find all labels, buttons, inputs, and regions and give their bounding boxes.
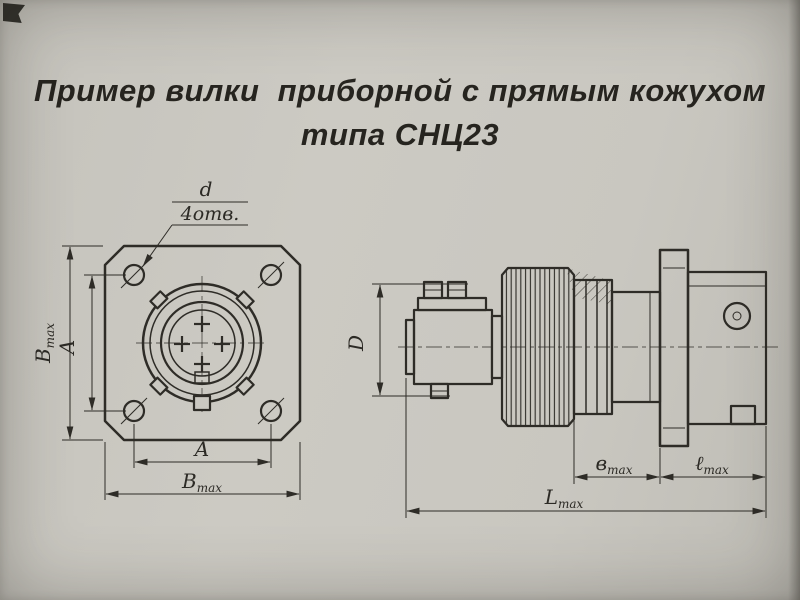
clamp-saddle-bar [416, 296, 488, 312]
dim-width-inner: A [133, 424, 272, 468]
front-view: d 4отв. Bmax A [31, 177, 302, 500]
coupling-nut [500, 266, 612, 428]
hole-tick [120, 397, 148, 425]
panel-flange [658, 248, 690, 448]
cable-clamp [404, 280, 494, 400]
clamp-body [412, 308, 494, 386]
scan-artifact-corner [3, 3, 25, 23]
insert-circle-outer [159, 300, 245, 386]
bayonet-tab [235, 376, 255, 396]
rear-body [686, 270, 768, 426]
hole-tick [257, 397, 285, 425]
dim-label-Bmax-bottom: Bmax [181, 469, 222, 495]
flange-plate [658, 248, 690, 448]
bayonet-tab [235, 290, 255, 310]
bayonet-tab [149, 290, 169, 310]
leader-holes-note: 4отв. [180, 203, 240, 225]
hole-tick [257, 261, 285, 289]
dim-label-Bmax-left: Bmax [31, 323, 57, 364]
contact-pins [174, 316, 230, 372]
insert-circle-inner [168, 309, 236, 377]
shell-rings [572, 278, 614, 416]
title-block: Пример вилки приборной с прямым кожухом … [34, 73, 766, 152]
rear-screw-center [732, 311, 742, 321]
dim-label-l-max: ℓmax [695, 451, 729, 477]
dim-rear-b: вmax [573, 420, 661, 484]
mounting-hole [259, 399, 283, 423]
dim-height-inner: A [55, 274, 126, 412]
dim-label-L-max: Lmax [544, 485, 584, 511]
dim-diameter-D: D [344, 283, 468, 397]
leader-hole-callout: d 4отв. [142, 177, 248, 267]
drawing-title-line2: типа СНЦ23 [301, 117, 499, 152]
bayonet-tabs [149, 290, 255, 396]
dim-label-b-max: вmax [596, 451, 633, 477]
dim-height-outer: Bmax [31, 245, 103, 441]
leader-diameter-label: d [200, 177, 213, 201]
polarizing-key [192, 394, 212, 412]
knurl-texture [503, 269, 573, 425]
drawing-title-line1: Пример вилки приборной с прямым кожухом [34, 73, 766, 108]
dim-label-A-left: A [55, 340, 79, 356]
dim-width-outer: Bmax [104, 442, 301, 500]
dim-label-D: D [344, 335, 368, 352]
section-hatch [566, 268, 612, 305]
side-view: D вmax ℓmax [344, 248, 782, 518]
dim-front-l: ℓmax [660, 426, 767, 518]
dim-label-A-bottom: A [193, 437, 209, 461]
bayonet-tab [149, 376, 169, 396]
clamp-neck [490, 314, 504, 380]
hole-tick [120, 261, 148, 289]
rear-shell [686, 270, 768, 426]
flange-outline [103, 244, 302, 442]
dim-total-L: Lmax [405, 378, 766, 518]
rear-bottom-tab [729, 404, 757, 426]
rear-screw-hole [722, 301, 752, 331]
mounting-hole [259, 263, 283, 287]
scan-edge-shadow [788, 0, 800, 600]
leader-line [142, 224, 173, 267]
